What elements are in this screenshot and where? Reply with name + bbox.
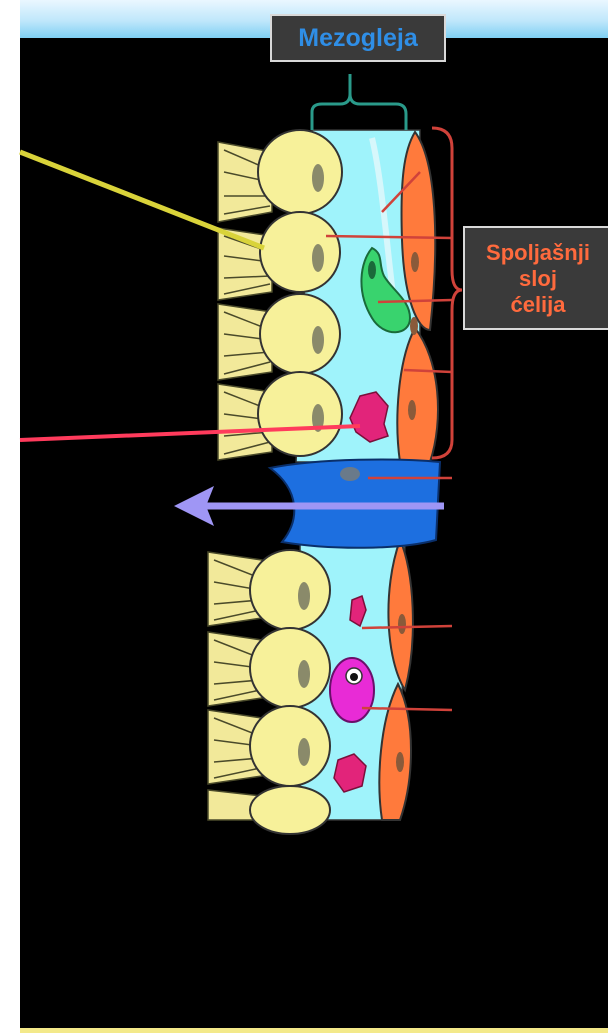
magenta-cell [330,658,374,722]
blue-cell-nucleus [340,467,360,481]
outer-layer-label-line-2: sloj [465,266,608,292]
mezogleja-label: Mezogleja [270,14,446,62]
green-cell-nucleus [368,261,376,279]
outer-layer-label: Spoljašnji sloj ćelija [463,226,608,330]
outer-layer-label-line-3: ćelija [465,292,608,318]
outer-layer-label-line-1: Spoljašnji [465,240,608,266]
mezogleja-bracket [312,74,406,130]
